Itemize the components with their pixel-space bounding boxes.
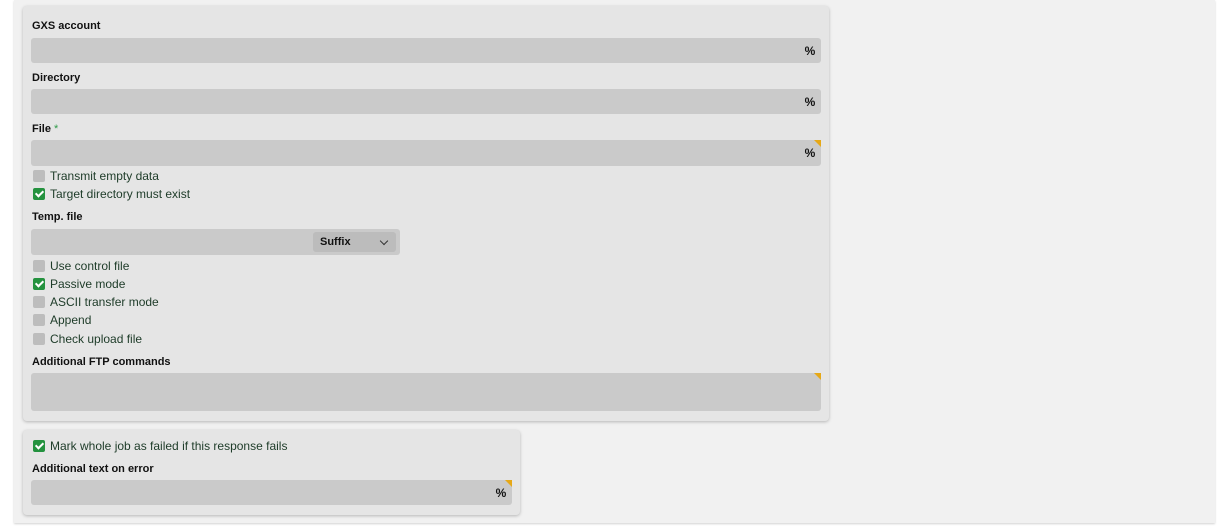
gxs-account-input[interactable]: % [31,38,821,63]
directory-label: Directory [32,72,81,84]
ascii-transfer-mode-checkbox[interactable]: ASCII transfer mode [33,294,159,310]
checkbox-box[interactable] [33,440,45,452]
select-value: Suffix [320,236,351,248]
error-handling-panel: Mark whole job as failed if this respons… [23,430,520,515]
check-upload-file-checkbox[interactable]: Check upload file [33,331,142,347]
additional-text-label: Additional text on error [32,463,154,475]
percent-icon[interactable]: % [495,485,507,500]
file-input[interactable]: % [31,140,821,166]
temp-file-label: Temp. file [32,211,83,223]
checkbox-label: Check upload file [50,332,143,346]
checkbox-box[interactable] [33,260,45,272]
required-corner-indicator [814,373,821,380]
ftp-commands-label: Additional FTP commands [32,356,171,368]
file-label-text: File [32,123,51,135]
checkbox-box[interactable] [33,314,45,326]
checkbox-label: Append [50,313,92,327]
checkbox-box[interactable] [33,188,45,200]
transmit-empty-data-checkbox[interactable]: Transmit empty data [33,168,159,184]
ftp-settings-panel: GXS account % Directory % File* % Transm… [23,6,829,421]
file-label: File* [32,123,58,135]
checkbox-label: Target directory must exist [50,187,191,201]
temp-file-input[interactable]: Suffix [31,229,400,255]
checkbox-label: ASCII transfer mode [50,295,159,309]
percent-icon[interactable]: % [804,43,816,58]
checkbox-label: Use control file [50,259,130,273]
append-checkbox[interactable]: Append [33,312,91,328]
percent-icon[interactable]: % [804,146,816,160]
chevron-down-icon [379,236,389,246]
temp-file-mode-select[interactable]: Suffix [313,232,396,252]
required-corner-indicator [814,140,821,147]
checkbox-box[interactable] [33,278,45,290]
required-corner-indicator [505,480,512,487]
additional-text-input[interactable]: % [31,480,512,505]
passive-mode-checkbox[interactable]: Passive mode [33,276,125,292]
use-control-file-checkbox[interactable]: Use control file [33,258,129,274]
mark-job-failed-checkbox[interactable]: Mark whole job as failed if this respons… [33,438,287,454]
required-marker: * [53,123,59,135]
checkbox-label: Passive mode [50,277,126,291]
ftp-commands-textarea[interactable] [31,373,821,411]
checkbox-label: Mark whole job as failed if this respons… [50,439,288,453]
percent-icon[interactable]: % [804,94,816,109]
checkbox-box[interactable] [33,333,45,345]
checkbox-box[interactable] [33,170,45,182]
checkbox-label: Transmit empty data [50,169,159,183]
gxs-account-label: GXS account [32,20,101,32]
checkbox-box[interactable] [33,296,45,308]
directory-input[interactable]: % [31,89,821,114]
target-directory-must-exist-checkbox[interactable]: Target directory must exist [33,186,190,202]
